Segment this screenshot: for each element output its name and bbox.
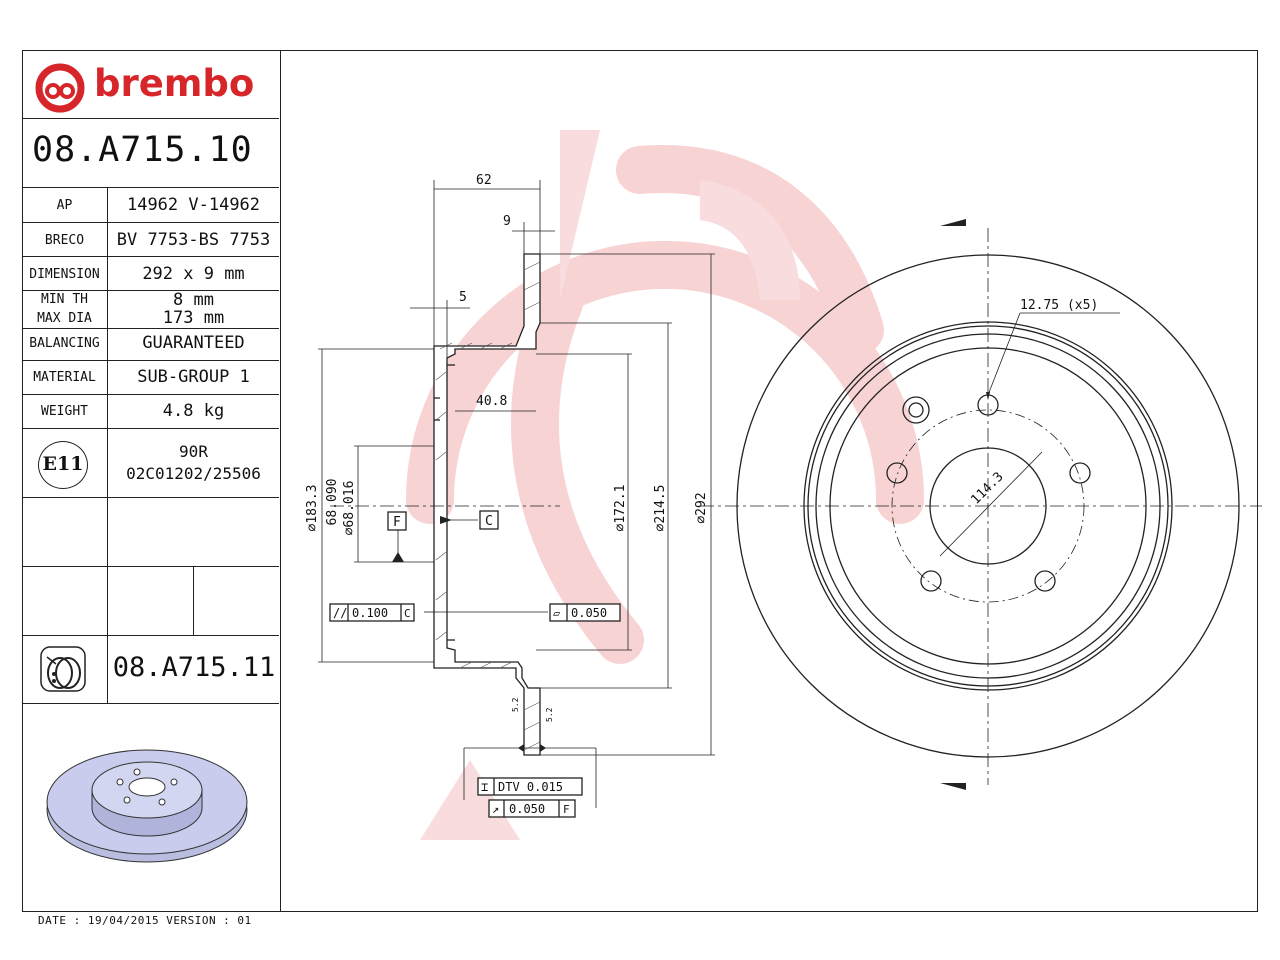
- tol-parallel-symbol: //: [333, 606, 347, 620]
- disc-illustration: [46, 749, 248, 863]
- datum-f: F: [393, 515, 401, 530]
- brembo-watermark-fill: [420, 130, 800, 840]
- tol-runout-symbol: ↗: [492, 802, 499, 816]
- dim-40-8: 40.8: [476, 394, 507, 409]
- spec-value-dimension: 292 x 9 mm: [142, 264, 245, 284]
- tol-dtv: DTV 0.015: [498, 780, 563, 794]
- spec-value-balancing: GUARANTEED: [142, 333, 245, 353]
- tol-flat: 0.050: [571, 606, 607, 620]
- brand-logo: brembo: [34, 60, 274, 115]
- tol-parallel: 0.100: [352, 606, 388, 620]
- spec-value-breco: BV 7753-BS 7753: [116, 230, 271, 250]
- dim-dia-214: ∅214.5: [653, 485, 668, 532]
- brembo-logo-icon: [35, 63, 85, 113]
- coated-disc-icon: [40, 646, 86, 692]
- dim-dia-172: ∅172.1: [613, 485, 628, 532]
- tol-dtv-symbol: ⌶: [481, 780, 488, 794]
- spec-label-weight: WEIGHT: [41, 404, 88, 419]
- spec-label-balancing: BALANCING: [29, 336, 100, 351]
- dim-dia-68a: 68.090: [325, 479, 340, 526]
- footer-date-version: DATE : 19/04/2015 VERSION : 01: [38, 914, 252, 927]
- spec-label-ap: AP: [56, 198, 73, 213]
- brembo-watermark: [406, 145, 924, 664]
- brand-name: brembo: [94, 62, 255, 105]
- homologation-line-1: 90R: [179, 442, 208, 461]
- spec-value-max-dia: 173 mm: [162, 308, 225, 328]
- dim-dia-183: ∅183.3: [305, 485, 320, 532]
- info-panel: brembo 08.A715.10 AP 14962 V-14962 BRECO…: [22, 50, 281, 912]
- spec-label-dimension: DIMENSION: [29, 267, 100, 282]
- part-number: 08.A715.10: [32, 130, 253, 170]
- dim-thick-b: 5.2: [545, 707, 554, 722]
- dim-bolt-hole: 12.75 (x5): [1020, 298, 1098, 313]
- spec-value-material: SUB-GROUP 1: [137, 367, 250, 387]
- dim-62: 62: [476, 173, 492, 188]
- dim-dia-292: ∅292: [694, 492, 709, 523]
- alt-part-number: 08.A715.11: [112, 652, 276, 683]
- tol-parallel-ref: C: [404, 607, 411, 620]
- spec-value-ap: 14962 V-14962: [126, 195, 261, 215]
- tol-runout: 0.050: [509, 802, 545, 816]
- datum-c: C: [485, 514, 493, 529]
- tol-flat-symbol: ▱: [553, 606, 561, 620]
- spec-label-material: MATERIAL: [33, 370, 96, 385]
- disc-section-outline: [433, 253, 541, 756]
- drawing-frame: [22, 50, 1258, 912]
- spec-value-weight: 4.8 kg: [162, 401, 225, 421]
- tol-runout-ref: F: [563, 803, 570, 816]
- front-view: [700, 228, 1262, 785]
- spec-value-min-th: 8 mm: [173, 290, 214, 310]
- spec-label-max-dia: MAX DIA: [37, 311, 92, 326]
- e11-approval-mark: E11: [38, 441, 88, 489]
- spec-label-breco: BRECO: [44, 233, 85, 248]
- homologation-line-2: 02C01202/25506: [126, 464, 261, 483]
- dim-thick-a: 5.2: [511, 697, 520, 712]
- dim-5: 5: [459, 290, 467, 305]
- section-view: [318, 180, 715, 818]
- spec-label-min-th: MIN TH: [41, 292, 88, 307]
- dim-9: 9: [503, 214, 511, 229]
- dim-dia-68b: ∅68.016: [342, 481, 357, 536]
